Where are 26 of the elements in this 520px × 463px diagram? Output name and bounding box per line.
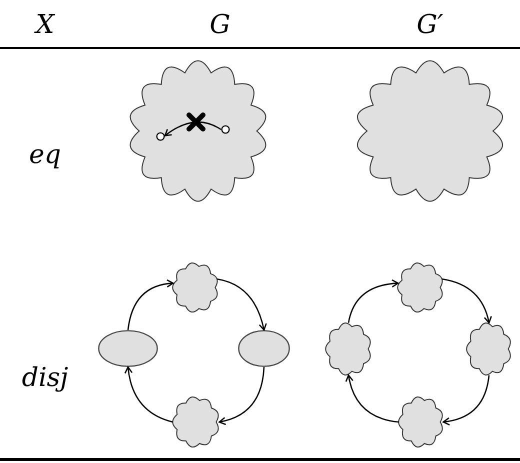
arrow	[124, 366, 173, 423]
column-header: G	[210, 10, 230, 40]
ellipse-shape	[98, 330, 158, 367]
arrow	[346, 374, 399, 423]
small-circle	[221, 125, 230, 134]
arrow	[348, 280, 399, 323]
cloud-shape	[325, 322, 372, 376]
arrow	[442, 375, 490, 426]
cloud-shape	[128, 60, 268, 202]
cloud-shape	[172, 262, 219, 313]
arrow	[216, 278, 267, 331]
cloud-shape	[172, 396, 220, 448]
row-label: disj	[22, 363, 68, 393]
column-header: G′	[416, 10, 444, 40]
cloud-shape	[355, 60, 505, 202]
cloud-shape	[466, 322, 512, 376]
small-circle	[156, 132, 165, 141]
arrow	[127, 280, 174, 330]
arrow	[218, 366, 265, 425]
cloud-shape	[397, 262, 444, 313]
column-header: X	[36, 10, 54, 40]
ellipse-shape	[238, 330, 290, 367]
cloud-shape	[398, 396, 444, 448]
row-label: eq	[28, 140, 62, 170]
arrow	[442, 278, 492, 324]
arrow	[164, 121, 222, 136]
